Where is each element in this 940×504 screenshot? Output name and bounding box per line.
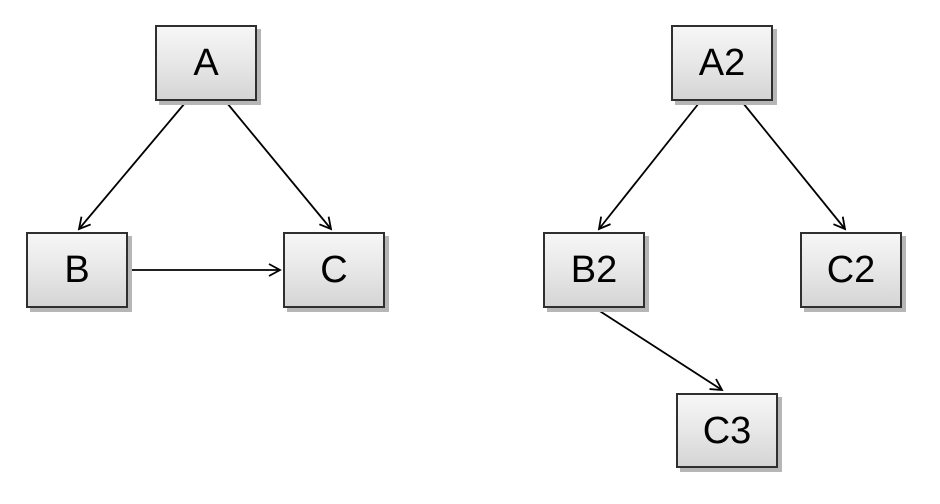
node-label: B2 xyxy=(570,249,618,291)
node-C3[interactable]: C3 xyxy=(676,393,778,468)
node-label: C3 xyxy=(702,409,752,452)
node-label: A2 xyxy=(698,42,746,84)
node-label: A xyxy=(193,42,219,84)
node-label: C2 xyxy=(826,249,876,291)
node-A2[interactable]: A2 xyxy=(671,25,773,101)
edge-A2-to-C2[interactable] xyxy=(742,102,847,231)
edge-A-to-C[interactable] xyxy=(226,102,333,231)
node-label: B xyxy=(64,249,90,291)
node-A[interactable]: A xyxy=(155,25,257,101)
node-B[interactable]: B xyxy=(26,232,128,308)
node-label: C xyxy=(320,249,348,291)
node-C[interactable]: C xyxy=(283,232,385,308)
node-B2[interactable]: B2 xyxy=(543,232,645,308)
edge-B2-to-C3[interactable] xyxy=(594,307,724,392)
edge-A2-to-B2[interactable] xyxy=(597,102,700,231)
edges-group xyxy=(77,102,847,392)
node-C2[interactable]: C2 xyxy=(800,232,902,308)
edge-A-to-B[interactable] xyxy=(77,102,186,231)
